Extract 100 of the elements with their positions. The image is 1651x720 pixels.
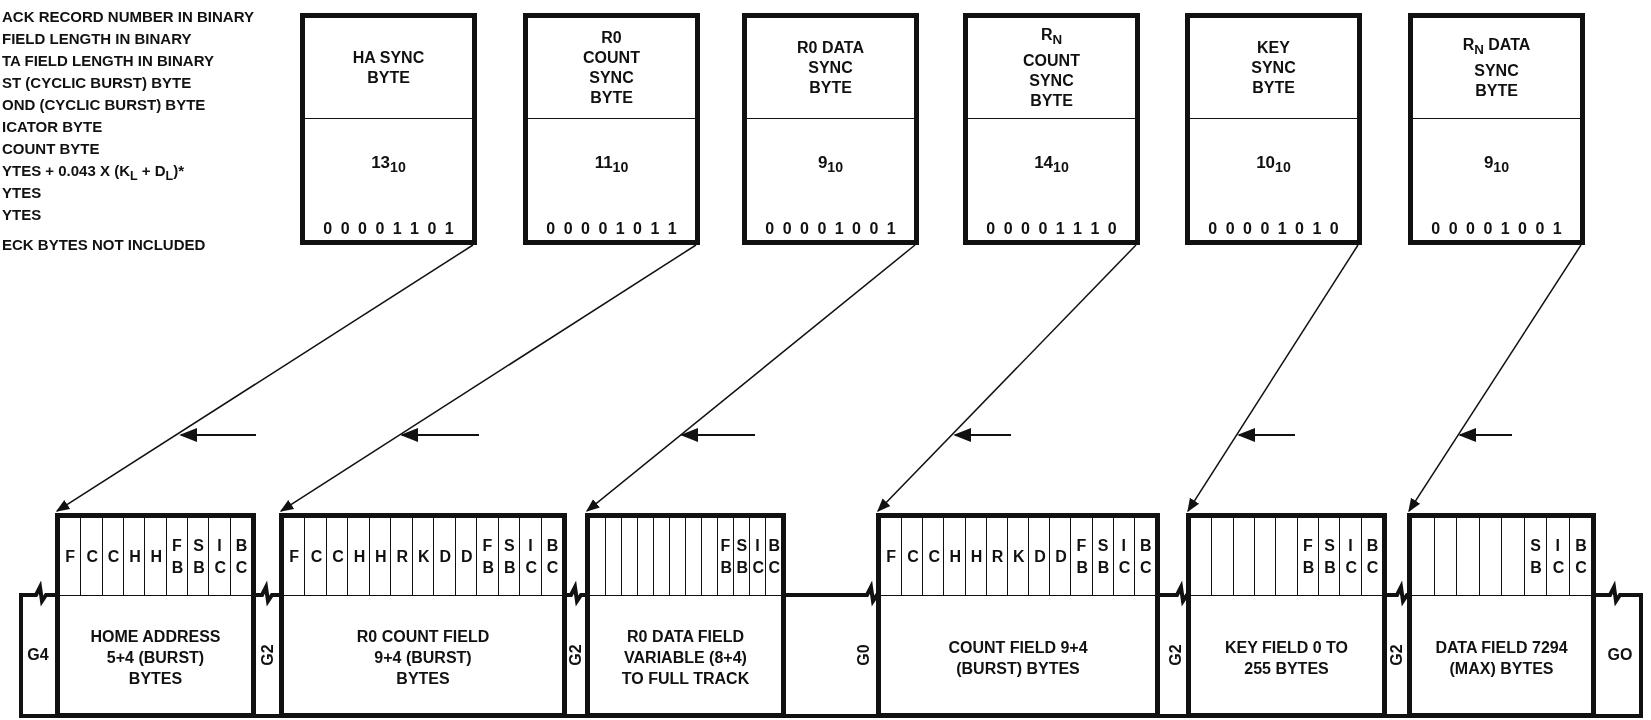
box-heading: R0 COUNT SYNC BYTE: [582, 28, 641, 108]
sync-byte-box: [523, 13, 700, 245]
cell-letter: I C: [214, 535, 225, 578]
cell-letter: S B: [503, 535, 514, 578]
cell-letter: C: [107, 546, 118, 567]
cell-letter: K: [1013, 546, 1023, 567]
cell-letter: F B: [1076, 535, 1087, 578]
field-name: R0 DATA FIELD VARIABLE (8+4) TO FULL TRACK: [620, 627, 751, 689]
cell-letter: F B: [720, 535, 731, 578]
decimal-value: 9$_{10}$: [817, 153, 844, 176]
cell-letter: I C: [1345, 535, 1356, 578]
note-text: ACK RECORD NUMBER IN BINARY: [2, 8, 254, 25]
field-name: COUNT FIELD 9+4 (BURST) BYTES: [948, 637, 1088, 679]
sync-byte-box: [1185, 13, 1362, 245]
cell-letter: H: [375, 546, 386, 567]
cell-letter: I C: [752, 535, 763, 578]
arrow: [1408, 244, 1582, 513]
cell-letter: H: [970, 546, 981, 567]
arrow: [1187, 244, 1359, 513]
arrow: [55, 244, 474, 512]
arrow: [279, 244, 697, 512]
cell-letter: F: [886, 546, 897, 567]
cell-letter: I C: [1552, 535, 1563, 578]
binary-value: 0 0 0 0 1 0 0 1: [1430, 220, 1563, 238]
binary-value: 0 0 0 0 1 1 1 0: [985, 220, 1118, 238]
note-text: FIELD LENGTH IN BINARY: [2, 30, 192, 47]
cell-letter: F B: [171, 535, 182, 578]
cell-letter: S B: [736, 535, 747, 578]
field-name: HOME ADDRESS 5+4 (BURST) BYTES: [89, 627, 222, 689]
cell-letter: S B: [193, 535, 204, 578]
cell-letter: D: [1034, 546, 1045, 567]
gap-label: G0: [855, 644, 873, 666]
note-text: OND (CYCLIC BURST) BYTE: [2, 96, 206, 113]
cell-letter: F: [289, 546, 300, 567]
note-text: YTES: [2, 184, 42, 201]
box-heading: KEY SYNC BYTE: [1250, 38, 1297, 98]
cell-letter: F: [65, 546, 76, 567]
note-text: ECK BYTES NOT INCLUDED: [2, 236, 206, 253]
box-heading: R$_{N}$ DATA SYNC BYTE: [1461, 35, 1532, 101]
sync-byte-box: [1408, 13, 1585, 245]
gap-label: G2: [567, 644, 585, 666]
note-text: COUNT BYTE: [2, 140, 100, 157]
gap-label: G2: [1388, 644, 1406, 666]
box-heading: R0 DATA SYNC BYTE: [796, 38, 865, 98]
cell-letter: D: [439, 546, 450, 567]
cell-letter: C: [86, 546, 97, 567]
cell-letter: C: [907, 546, 918, 567]
decimal-value: 11$_{10}$: [594, 153, 629, 176]
note-text: TA FIELD LENGTH IN BINARY: [2, 52, 214, 69]
cell-letter: H: [129, 546, 140, 567]
cell-letter: I C: [1118, 535, 1129, 578]
cell-letter: B C: [1139, 535, 1150, 578]
decimal-value: 9$_{10}$: [1483, 153, 1510, 176]
cell-letter: H: [353, 546, 364, 567]
field-name: R0 COUNT FIELD 9+4 (BURST) BYTES: [355, 627, 491, 689]
gap-label: G2: [1167, 644, 1185, 666]
cell-letter: R: [991, 546, 1002, 567]
cell-letter: S B: [1530, 535, 1541, 578]
cell-letter: D: [461, 546, 471, 567]
binary-value: 0 0 0 0 1 0 1 1: [545, 220, 678, 238]
note-text: YTES + 0.043 X (K$_{L}$ + D$_{L}$)*: [2, 162, 185, 183]
cell-letter: B C: [768, 535, 779, 578]
sync-byte-box: [742, 13, 919, 245]
box-heading: HA SYNC BYTE: [351, 48, 426, 88]
gap-label: G2: [259, 644, 277, 666]
decimal-value: 14$_{10}$: [1034, 153, 1069, 176]
cell-letter: H: [150, 546, 161, 567]
cell-letter: C: [310, 546, 321, 567]
note-text: ST (CYCLIC BURST) BYTE: [2, 74, 192, 91]
field-name: KEY FIELD 0 TO 255 BYTES: [1224, 637, 1349, 679]
cell-letter: R: [396, 546, 407, 567]
cell-letter: C: [928, 546, 939, 567]
arrow: [877, 244, 1137, 512]
cell-letter: F B: [482, 535, 493, 578]
note-text: YTES: [2, 206, 42, 223]
cell-letter: B C: [1575, 535, 1586, 578]
binary-value: 0 0 0 0 1 0 1 0: [1207, 220, 1340, 238]
cell-letter: S B: [1097, 535, 1108, 578]
cell-letter: H: [949, 546, 960, 567]
cell-letter: B C: [1366, 535, 1377, 578]
cell-letter: I C: [525, 535, 536, 578]
sync-byte-box: [300, 13, 477, 245]
binary-value: 0 0 0 0 1 0 0 1: [764, 220, 897, 238]
arrow: [585, 244, 916, 512]
binary-value: 0 0 0 0 1 1 0 1: [322, 220, 455, 238]
note-text: ICATOR BYTE: [2, 118, 103, 135]
decimal-value: 13$_{10}$: [371, 153, 406, 176]
gap-label: G4: [27, 646, 49, 664]
gap-label: GO: [1607, 646, 1633, 664]
cell-letter: D: [1055, 546, 1066, 567]
cell-letter: B C: [546, 535, 557, 578]
sync-byte-box: [963, 13, 1140, 245]
field-name: DATA FIELD 7294 (MAX) BYTES: [1434, 637, 1569, 679]
cell-letter: B C: [235, 535, 246, 578]
decimal-value: 10$_{10}$: [1256, 153, 1291, 176]
box-heading: R$_{N}$ COUNT SYNC BYTE: [1022, 25, 1081, 111]
cell-letter: K: [418, 546, 429, 567]
cell-letter: S B: [1324, 535, 1335, 578]
cell-letter: C: [332, 546, 343, 567]
cell-letter: F B: [1302, 535, 1313, 578]
